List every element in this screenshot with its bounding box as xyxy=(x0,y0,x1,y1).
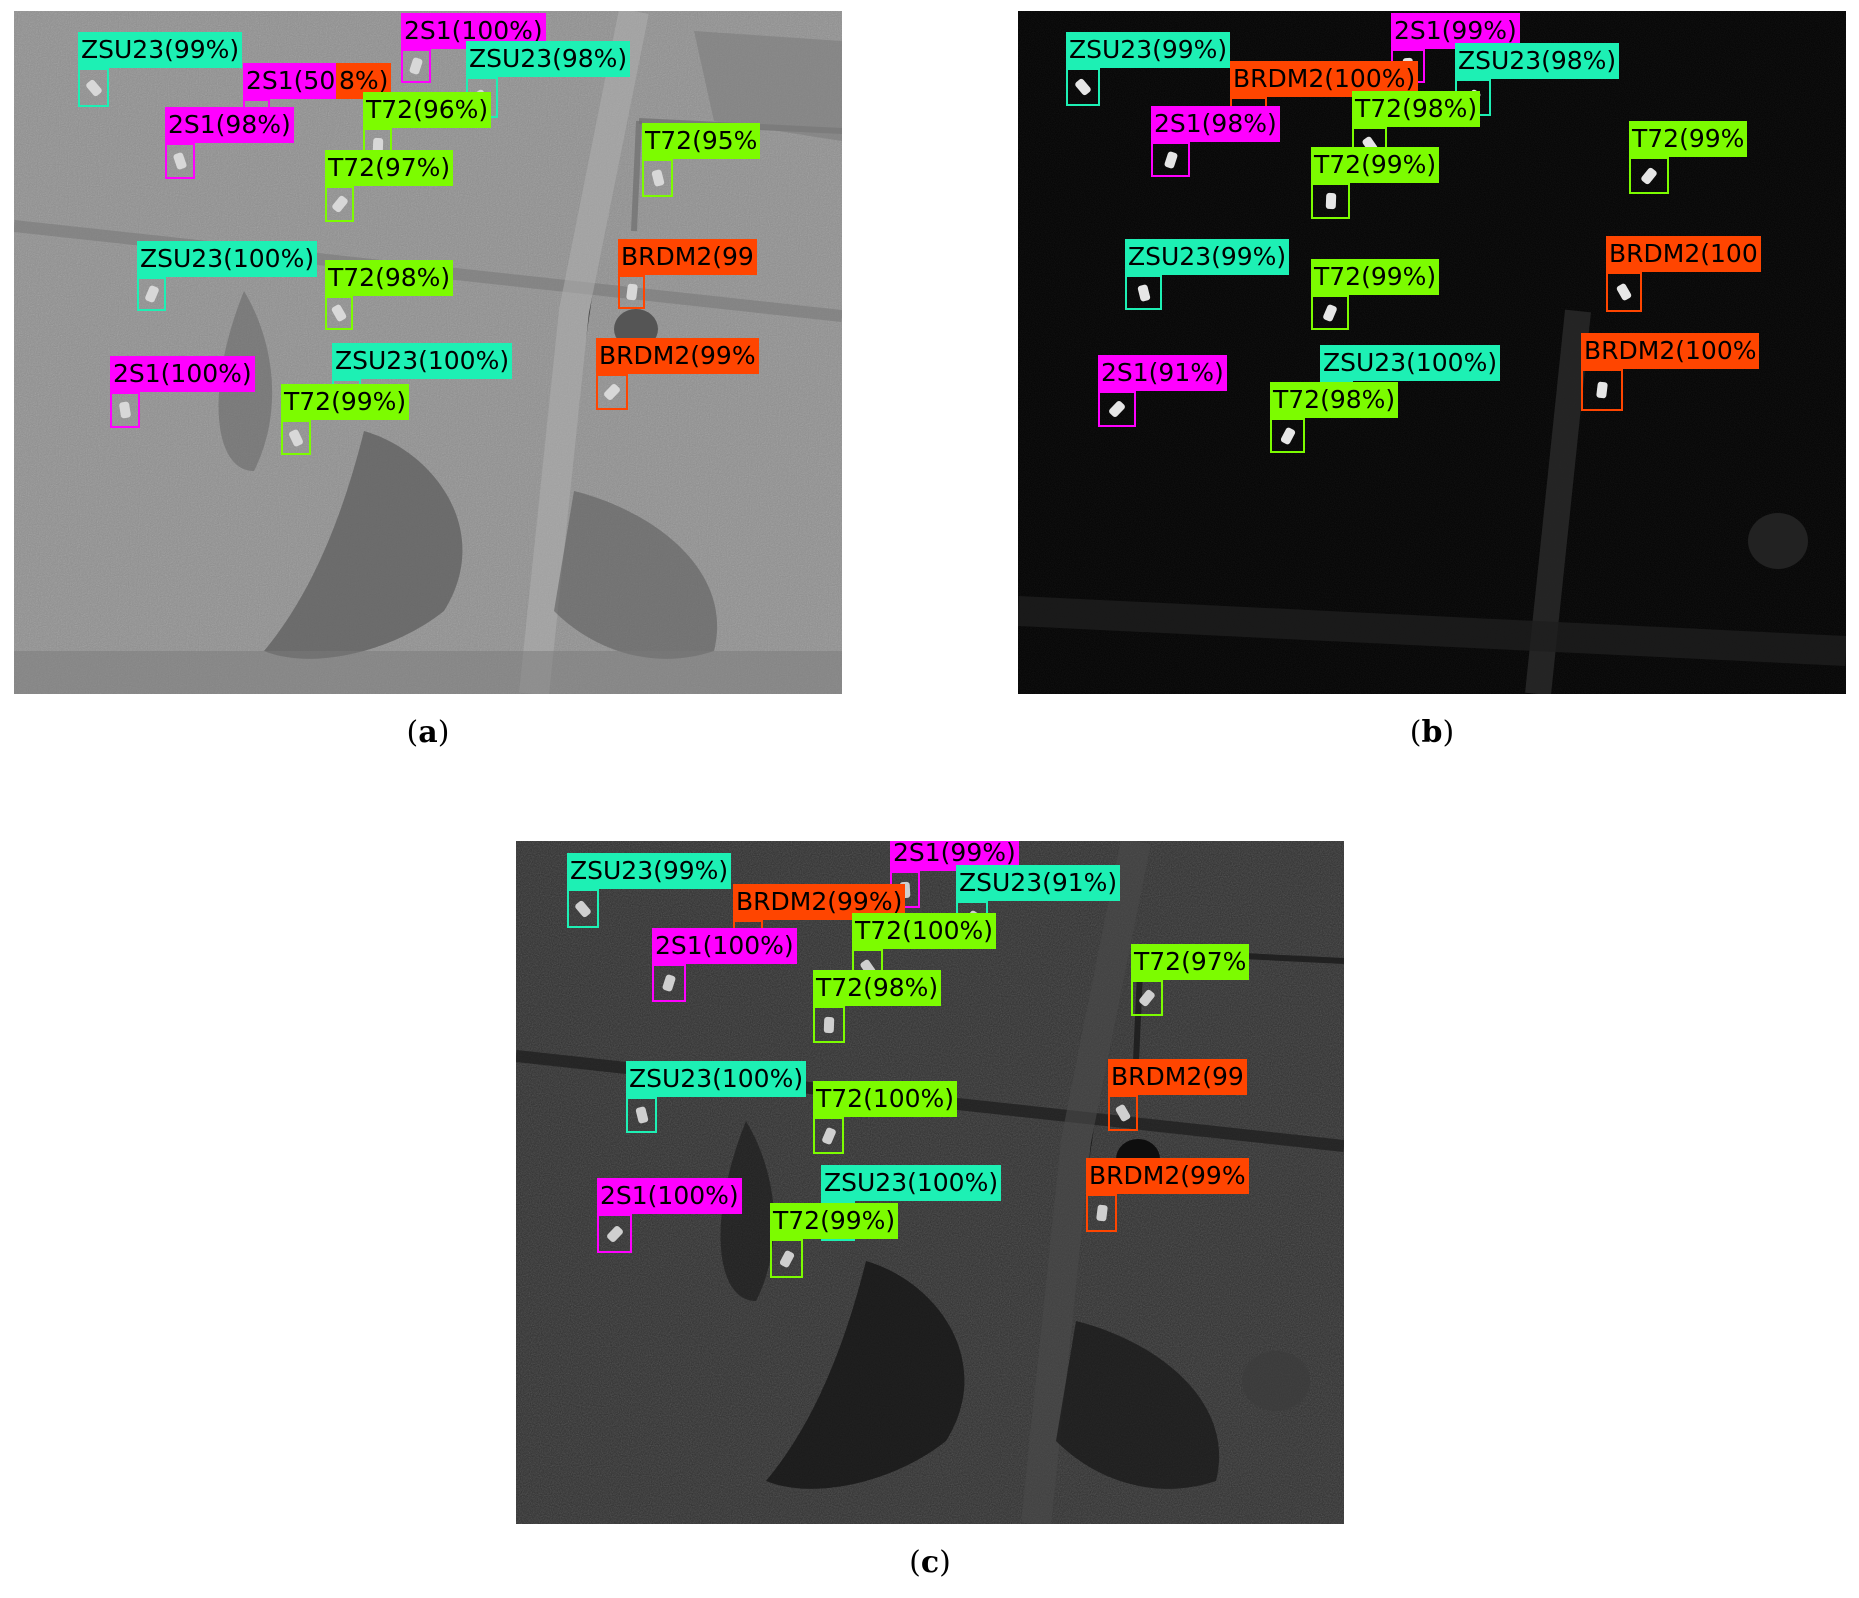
target-vehicle xyxy=(625,283,638,301)
target-vehicle xyxy=(823,1016,835,1033)
detection-label: T72(97%) xyxy=(325,150,454,186)
detection-box xyxy=(1581,369,1623,411)
detection-box xyxy=(325,296,353,330)
detections-c: ZSU23(99%)2S1(99%)ZSU23(91%)BRDM2(99%)2S… xyxy=(516,841,1344,1524)
detection-label: 2S1(99%) xyxy=(890,841,1019,871)
detection-label: ZSU23(99%) xyxy=(567,853,732,889)
detection-label: T72(100%) xyxy=(852,913,997,949)
detection-box xyxy=(1311,183,1350,219)
detection-label: 2S1(100%) xyxy=(401,13,546,49)
detection-label: 2S1(100%) xyxy=(652,928,797,964)
detection-label: ZSU23(98%) xyxy=(1455,43,1620,79)
detection-box xyxy=(1086,1194,1117,1232)
detection-label: BRDM2(99 xyxy=(618,239,757,275)
detection-label: BRDM2(99% xyxy=(596,338,759,374)
caption-c: (c) xyxy=(909,1545,951,1580)
detection-box xyxy=(281,420,311,455)
detection-label: T72(98%) xyxy=(1352,91,1481,127)
detection-box xyxy=(652,964,686,1002)
detection-box xyxy=(1125,275,1162,310)
detection-label: ZSU23(100%) xyxy=(1320,345,1501,381)
detection-label: T72(98%) xyxy=(813,970,942,1006)
detection-box xyxy=(325,186,354,222)
target-vehicle xyxy=(1095,1204,1108,1222)
caption-b: (b) xyxy=(1409,715,1455,750)
detection-label: BRDM2(100%) xyxy=(1230,61,1419,97)
detection-label: BRDM2(99% xyxy=(1086,1158,1249,1194)
panel-c-image: ZSU23(99%)2S1(99%)ZSU23(91%)BRDM2(99%)2S… xyxy=(516,841,1344,1524)
target-vehicle xyxy=(1325,192,1336,210)
detection-label: 2S1(91%) xyxy=(1098,355,1227,391)
target-vehicle xyxy=(1596,381,1608,399)
detection-box xyxy=(165,143,195,179)
detection-box xyxy=(78,68,109,107)
detection-box xyxy=(770,1239,803,1278)
detection-label: ZSU23(100%) xyxy=(137,241,318,277)
detection-label: ZSU23(91%) xyxy=(956,865,1121,901)
detection-label: T72(99%) xyxy=(770,1203,899,1239)
detection-label: ZSU23(99%) xyxy=(1066,32,1231,68)
detection-box xyxy=(596,374,628,410)
detection-box xyxy=(567,889,599,928)
caption-a: (a) xyxy=(406,715,450,750)
detection-box xyxy=(1131,980,1163,1016)
detection-box xyxy=(813,1117,844,1154)
detection-box xyxy=(1311,295,1349,330)
detection-label: ZSU23(100%) xyxy=(332,343,513,379)
detection-label: ZSU23(100%) xyxy=(821,1165,1002,1201)
detections-b: ZSU23(99%)2S1(99%)ZSU23(98%)BRDM2(100%)2… xyxy=(1018,11,1846,694)
detection-label: T72(96%) xyxy=(363,92,492,128)
detection-box xyxy=(1108,1095,1138,1131)
detections-a: ZSU23(99%)2S1(50%)8%)2S1(98%)2S1(100%)ZS… xyxy=(14,11,842,694)
detection-box xyxy=(1270,418,1305,453)
detection-label: BRDM2(100 xyxy=(1606,236,1761,272)
detection-label: T72(99%) xyxy=(1311,259,1440,295)
detection-box xyxy=(1606,272,1642,312)
detection-label: T72(98%) xyxy=(1270,382,1399,418)
detection-label: ZSU23(100%) xyxy=(626,1061,807,1097)
detection-label: 2S1(100%) xyxy=(110,356,255,392)
detection-label: 2S1(100%) xyxy=(597,1178,742,1214)
panel-b-image: ZSU23(99%)2S1(99%)ZSU23(98%)BRDM2(100%)2… xyxy=(1018,11,1846,694)
detection-label: ZSU23(98%) xyxy=(466,41,631,77)
detection-label: 2S1(98%) xyxy=(165,107,294,143)
detection-label: T72(99% xyxy=(1629,121,1748,157)
detection-box xyxy=(642,159,673,197)
detection-label: T72(100%) xyxy=(813,1081,958,1117)
detection-label: ZSU23(99%) xyxy=(78,32,243,68)
detection-box xyxy=(1629,157,1669,194)
detection-box xyxy=(597,1214,632,1253)
detection-label: 2S1(98%) xyxy=(1151,106,1280,142)
detection-box xyxy=(1151,142,1190,177)
panel-a-image: ZSU23(99%)2S1(50%)8%)2S1(98%)2S1(100%)ZS… xyxy=(14,11,842,694)
detection-box xyxy=(137,277,166,311)
detection-box xyxy=(618,275,645,309)
detection-box xyxy=(626,1097,657,1133)
detection-box xyxy=(110,392,140,428)
detection-label: ZSU23(99%) xyxy=(1125,239,1290,275)
detection-label: T72(99%) xyxy=(281,384,410,420)
detection-box xyxy=(1098,391,1136,427)
detection-box xyxy=(813,1006,845,1043)
detection-label: BRDM2(100% xyxy=(1581,333,1760,369)
detection-label: T72(99%) xyxy=(1311,147,1440,183)
detection-box xyxy=(1066,68,1100,106)
detection-label: T72(97% xyxy=(1131,944,1250,980)
detection-label: BRDM2(99 xyxy=(1108,1059,1247,1095)
detection-box xyxy=(401,49,431,83)
detection-label: T72(98%) xyxy=(325,260,454,296)
detection-label: T72(95% xyxy=(642,123,761,159)
